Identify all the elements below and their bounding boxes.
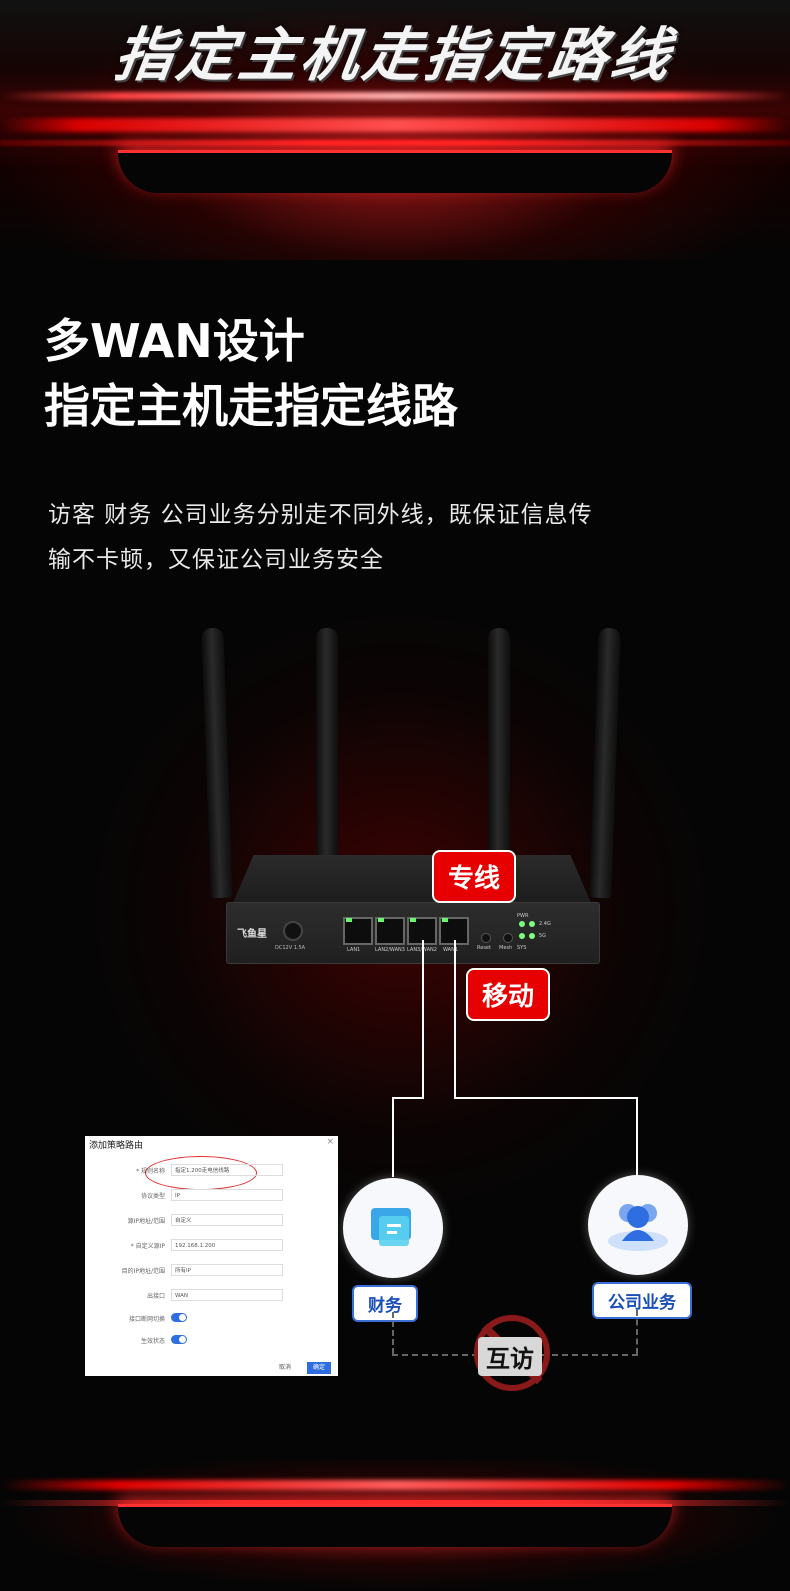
bottom-light-stripe: [0, 1500, 790, 1506]
status-led: [519, 921, 525, 927]
field-label: 出接口: [146, 1293, 165, 1300]
description-line-1: 访客 财务 公司业务分别走不同外线，既保证信息传: [48, 502, 593, 528]
mesh-button-hole: [503, 933, 513, 943]
led-label: 2.4G: [539, 921, 551, 927]
enabled-toggle[interactable]: [171, 1335, 187, 1344]
connection-line: [392, 1097, 424, 1099]
field-label: 源IP地址/范围: [127, 1218, 165, 1225]
connection-line: [454, 940, 456, 1098]
dashed-line: [636, 1310, 638, 1354]
business-label: 公司业务: [592, 1282, 692, 1319]
status-led: [529, 921, 535, 927]
field-label: * 规则名称: [136, 1168, 165, 1175]
field-label: 接口断网切换: [128, 1316, 165, 1323]
antenna: [488, 628, 510, 858]
top-light-stripe: [0, 140, 790, 146]
finance-label: 财务: [352, 1285, 418, 1322]
bottom-notch-frame: [118, 1504, 672, 1547]
out-interface-select[interactable]: WAN: [171, 1289, 283, 1301]
port-label: WAN1: [443, 947, 459, 953]
bottom-light-stripe: [0, 1480, 790, 1490]
button-label: Reset: [477, 945, 491, 951]
callout-mobile: 移动: [466, 968, 551, 1021]
router-body-top: [232, 855, 592, 905]
router-brand: 飞鱼星: [237, 929, 267, 940]
antenna: [316, 628, 338, 858]
dashed-line: [392, 1312, 394, 1354]
reset-button-hole: [481, 933, 491, 943]
dc-label: DC12V 1.5A: [275, 945, 306, 951]
confirm-button[interactable]: 确定: [307, 1362, 331, 1374]
port-label: LAN3/WAN2: [407, 947, 437, 953]
no-mutual-access-label: 互访: [478, 1337, 542, 1376]
heading-line-2: 指定主机走指定线路: [44, 379, 458, 433]
heading-line-1: 多WAN设计: [44, 314, 305, 368]
custom-source-ip-field[interactable]: 192.168.1.200: [171, 1239, 283, 1251]
cancel-button[interactable]: 取消: [279, 1364, 292, 1371]
dest-ip-select[interactable]: 所有IP: [171, 1264, 283, 1276]
top-notch-frame: [118, 150, 672, 193]
banner-title: 指定主机走指定路线: [110, 21, 679, 89]
finance-icon: [343, 1178, 443, 1278]
top-light-stripe: [0, 118, 790, 132]
connection-line: [392, 1097, 394, 1177]
protocol-select[interactable]: IP: [171, 1189, 283, 1201]
failover-toggle[interactable]: [171, 1313, 187, 1322]
port-label: LAN1: [347, 947, 361, 953]
field-label: 协议类型: [140, 1193, 165, 1200]
status-led: [519, 933, 525, 939]
source-ip-select[interactable]: 自定义: [171, 1214, 283, 1226]
led-label: 5G: [539, 933, 547, 939]
prohibited-icon: [474, 1315, 550, 1391]
close-icon[interactable]: ×: [326, 1137, 334, 1147]
connection-line: [422, 940, 424, 1098]
status-led: [529, 933, 535, 939]
connection-line: [454, 1097, 638, 1099]
button-label: Mesh: [499, 945, 513, 951]
led-label: PWR: [517, 913, 529, 919]
field-label: 生效状态: [140, 1338, 165, 1345]
callout-dedicated-line: 专线: [432, 850, 517, 903]
ethernet-port: [375, 917, 405, 945]
led-label: SYS: [517, 945, 527, 951]
top-light-stripe: [0, 92, 790, 100]
rule-name-field[interactable]: 指定1.200走电信线路: [171, 1164, 283, 1176]
router-front-panel: 飞鱼星 DC12V 1.5A LAN1 LAN2/WAN3 LAN3/WAN2 …: [226, 902, 600, 964]
business-icon: [588, 1175, 688, 1275]
dialog-title: 添加策略路由: [89, 1141, 144, 1151]
ethernet-port: [343, 917, 373, 945]
dc-power-jack: [283, 921, 303, 941]
port-label: LAN2/WAN3: [375, 947, 405, 953]
field-label: 目的IP地址/范围: [121, 1268, 165, 1275]
field-label: * 自定义源IP: [130, 1243, 165, 1250]
policy-route-dialog: 添加策略路由 × * 规则名称 指定1.200走电信线路 协议类型 IP 源IP…: [85, 1136, 338, 1376]
description-line-2: 输不卡顿，又保证公司业务安全: [48, 547, 384, 573]
connection-line: [636, 1097, 638, 1177]
